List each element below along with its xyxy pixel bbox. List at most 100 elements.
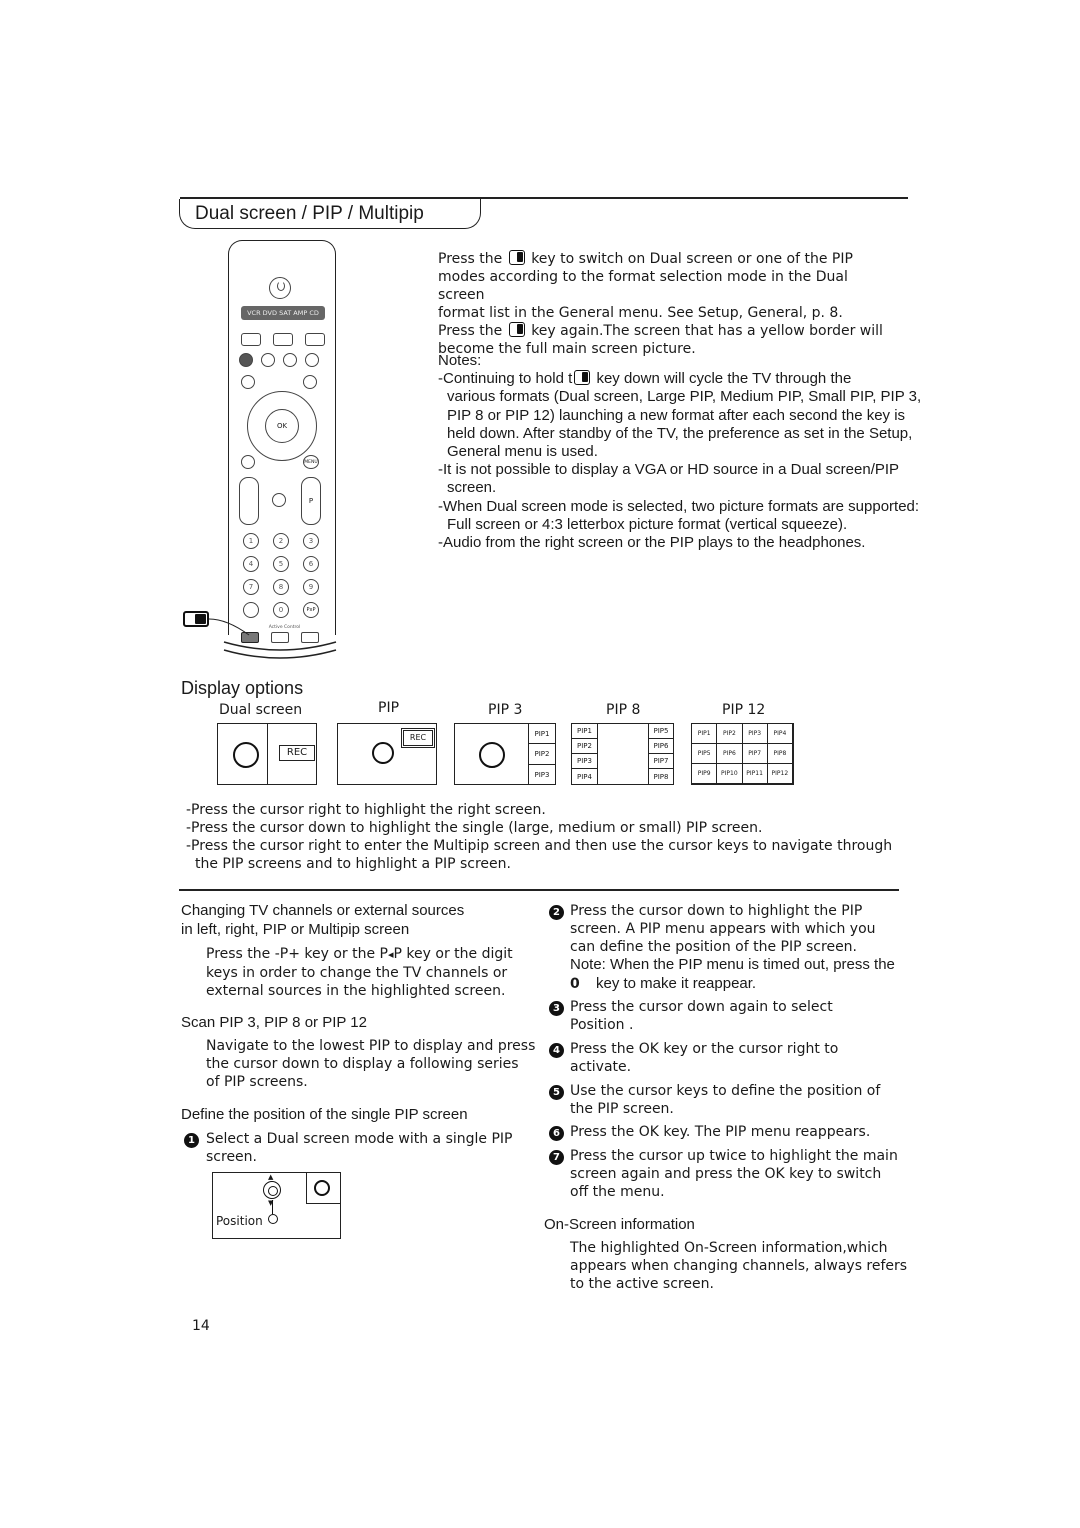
option-label-pip: PIP (378, 700, 400, 716)
rec-label: REC (403, 730, 433, 746)
pip-cell: PIP2 (571, 738, 598, 754)
intro-text: key again.The screen that has a yellow b… (531, 323, 883, 339)
step-bullet-6: 6 (549, 1126, 564, 1141)
pip-cell: PIP6 (648, 738, 674, 754)
pip-cell: PIP1 (528, 723, 556, 744)
step-6-text: Press the OK key. The PIP menu reappears… (570, 1124, 871, 1140)
notes-heading: Notes: (438, 352, 482, 369)
digit-key: 7 (243, 579, 259, 595)
position-diagram: ▲ ▼ Position (212, 1172, 341, 1239)
body-text: screen. A PIP menu appears with which yo… (570, 921, 876, 937)
pip3-diagram: PIP1 PIP2 PIP3 (454, 723, 556, 785)
digit-key: 5 (273, 556, 289, 572)
pip-cell: PIP5 (691, 743, 718, 764)
step-7-text: Press the cursor up twice to highlight t… (570, 1147, 910, 1201)
body-text: of PIP screens. (206, 1074, 308, 1090)
pip-diagram: REC (337, 723, 437, 785)
heading-line: in left, right, PIP or Multipip screen (181, 921, 410, 938)
body-text: screen. (206, 1149, 257, 1165)
remote-key-icon (241, 375, 255, 389)
pip-cell: PIP12 (766, 763, 793, 784)
dual-screen-key-icon (508, 250, 525, 265)
dual-screen-key-icon (241, 632, 259, 643)
position-indicator-icon (268, 1214, 278, 1224)
pip-cell: PIP8 (648, 768, 674, 785)
note-line: screen. (447, 479, 497, 497)
body-text: activate. (570, 1059, 632, 1075)
option-label-pip12: PIP 12 (722, 702, 766, 718)
cursor-notes: -Press the cursor right to highlight the… (186, 801, 906, 873)
pip8-diagram: PIP1 PIP2 PIP3 PIP4 PIP5 PIP6 PIP7 PIP8 (571, 723, 674, 785)
step-3-text: Press the cursor down again to select Po… (570, 998, 910, 1034)
remote-bottom-curve-icon (223, 641, 337, 659)
note-line: -It is not possible to display a VGA or … (438, 461, 900, 479)
notes-block: Notes: -Continuing to hold t key down wi… (438, 352, 958, 552)
pip-cell: PIP2 (528, 743, 556, 765)
pip-cell: PIP10 (716, 763, 743, 784)
rec-label: REC (279, 745, 315, 761)
pip-cell: PIP5 (648, 723, 674, 739)
note-line: various formats (Dual screen, Large PIP,… (447, 388, 922, 406)
program-rocker: P (301, 477, 321, 525)
note-line: -Audio from the right screen or the PIP … (438, 534, 866, 552)
note-line: Full screen or 4:3 letterbox picture for… (447, 515, 848, 533)
channel-change-heading: Changing TV channels or external sources… (181, 901, 464, 939)
body-text: Press the cursor down to highlight the P… (570, 903, 863, 919)
body-text: Position . (570, 1017, 634, 1033)
intro-text: become the full main screen picture. (438, 341, 696, 357)
pxp-key: PxP (303, 602, 319, 618)
remote-key-icon (241, 455, 255, 469)
body-text: the cursor down to display a following s… (206, 1056, 519, 1072)
callout-line-icon (208, 618, 250, 636)
pip-cell: PIP3 (528, 764, 556, 785)
body-text: to the active screen. (570, 1276, 714, 1292)
body-text: can define the position of the PIP scree… (570, 939, 858, 955)
body-text: Press the cursor down again to select (570, 999, 833, 1015)
remote-key-icon (305, 333, 325, 346)
body-text: the PIP screen. (570, 1101, 674, 1117)
note-text: key to make it reappear. (596, 974, 757, 992)
option-label-pip8: PIP 8 (606, 702, 641, 718)
pip-menu-note: Note: When the PIP menu is timed out, pr… (570, 956, 940, 993)
digit-key: 2 (273, 533, 289, 549)
body-text: Press the -P+ key or the P (206, 946, 388, 962)
intro-text: Press the (438, 323, 503, 339)
source-keys: VCR DVD SAT AMP CD (241, 306, 325, 320)
cursor-note: -Press the cursor right to enter the Mul… (186, 838, 893, 854)
intro-text: Press the (438, 251, 503, 267)
remote-key-icon (283, 353, 297, 367)
volume-rocker-icon (239, 477, 259, 525)
scan-pip-heading: Scan PIP 3, PIP 8 or PIP 12 (181, 1014, 367, 1031)
pip-cell: PIP3 (571, 753, 598, 769)
intro-text: modes according to the format selection … (438, 269, 848, 303)
remote-key-icon (305, 353, 319, 367)
body-text: The highlighted On-Screen information,wh… (570, 1240, 888, 1256)
remote-key-icon (301, 632, 319, 643)
digit-key: 1 (243, 533, 259, 549)
section-divider (179, 889, 899, 891)
mute-key-icon (272, 493, 286, 507)
power-symbol-icon (277, 281, 285, 291)
digit-key: 4 (243, 556, 259, 572)
note-line: key down will cycle the TV through the (596, 370, 852, 388)
pip-cell: PIP11 (741, 763, 768, 784)
body-text: Use the cursor keys to define the positi… (570, 1083, 881, 1099)
pip-cell: PIP9 (691, 763, 718, 784)
digit-key: 8 (273, 579, 289, 595)
body-text: P key or the digit (393, 946, 513, 962)
body-text: Navigate to the lowest PIP to display an… (206, 1038, 536, 1054)
dual-screen-diagram: REC (217, 723, 317, 785)
step-1-text: Select a Dual screen mode with a single … (206, 1130, 526, 1166)
digit-key: 3 (303, 533, 319, 549)
pip-cell: PIP2 (716, 723, 743, 744)
remote-key-icon (243, 602, 259, 618)
zero-key-label: 0 (570, 975, 580, 992)
pip-cell: PIP6 (716, 743, 743, 764)
on-screen-info-text: The highlighted On-Screen information,wh… (570, 1239, 910, 1293)
body-text: Select a Dual screen mode with a single … (206, 1131, 513, 1147)
arrow-up-icon: ▲ (268, 1173, 274, 1181)
step-bullet-4: 4 (549, 1043, 564, 1058)
intro-text: key to switch on Dual screen or one of t… (531, 251, 853, 267)
pip-cell: PIP1 (691, 723, 718, 744)
